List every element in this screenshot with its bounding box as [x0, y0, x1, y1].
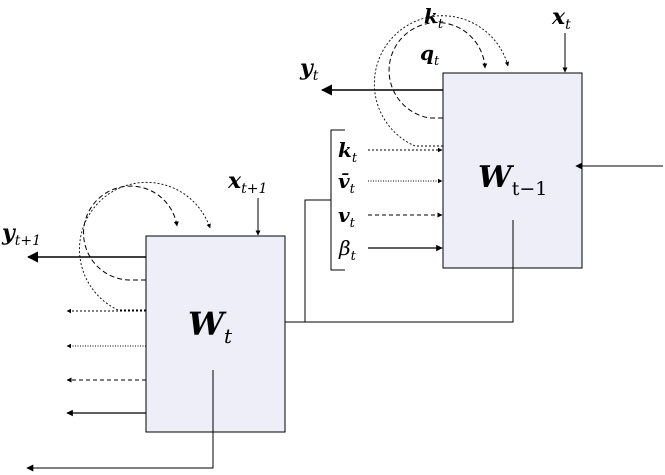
state-out-arrow	[26, 370, 214, 472]
inner-loop-arrow-2	[83, 185, 179, 281]
signal-vbar-label: v̄t	[338, 169, 356, 197]
y-t1-label: yt+1	[1, 220, 41, 249]
bracket-to-state-line	[304, 199, 331, 322]
block-w-curr-label: Wt	[188, 305, 233, 348]
outer-loop-arrow	[373, 15, 510, 147]
state-transfer-arrow	[255, 220, 514, 326]
block-w-prev-label: Wt−1	[478, 160, 547, 200]
signal-beta-label: βt	[338, 236, 357, 264]
x-t1-label: xt+1	[227, 168, 267, 197]
signal-v-label: vt	[338, 203, 356, 231]
x-t-label: xt	[551, 4, 571, 33]
block-w-curr	[145, 235, 286, 433]
signal-k-label: kt	[338, 138, 358, 166]
loop-k-t-label: kt	[424, 4, 444, 32]
inner-loop-arrow	[388, 22, 488, 119]
y-t-label: yt	[299, 55, 319, 84]
loop-q-t-label: qt	[420, 41, 440, 69]
outer-loop-arrow-2	[79, 181, 211, 311]
